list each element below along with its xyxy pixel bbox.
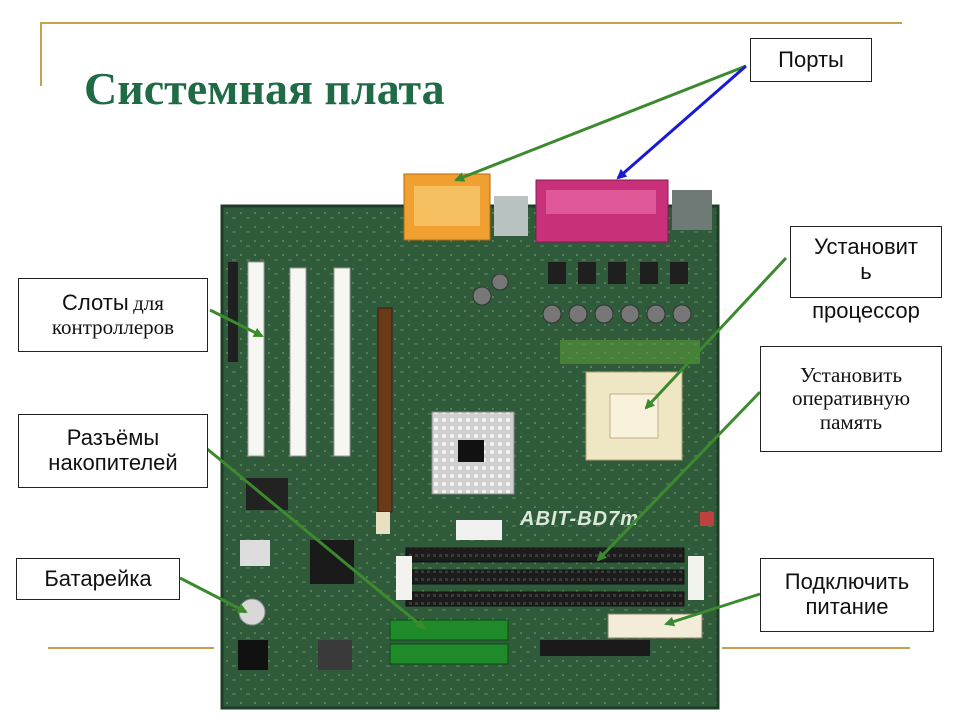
bottom-left-decor-line bbox=[48, 647, 214, 649]
label-storage-line1: Разъёмы bbox=[66, 425, 160, 451]
label-controller-slots-line1: Слоты bbox=[62, 289, 129, 315]
label-storage-connectors: Разъёмы накопителей bbox=[18, 414, 208, 488]
pci-slot-3 bbox=[333, 267, 351, 457]
label-cpu: Установит ь bbox=[790, 226, 942, 298]
label-ram-line3: память bbox=[819, 409, 883, 434]
label-ports-text: Порты bbox=[778, 46, 844, 72]
label-controller-slots: Слоты для контроллеров bbox=[18, 278, 208, 352]
label-cpu-overflow: процессор bbox=[812, 298, 920, 323]
label-cpu-line1: Установит bbox=[813, 234, 918, 259]
label-ram: Установить оперативную память bbox=[760, 346, 942, 452]
label-controller-slots-line1b: для bbox=[133, 290, 164, 315]
label-ram-line1: Установить bbox=[799, 362, 903, 387]
label-power-line2: питание bbox=[805, 594, 889, 619]
agp-slot bbox=[377, 307, 393, 513]
atx-power-connector bbox=[607, 613, 703, 639]
bottom-right-decor-line bbox=[722, 647, 910, 649]
label-storage-line2: накопителей bbox=[48, 450, 178, 475]
label-controller-slots-line2: контроллеров bbox=[51, 314, 175, 339]
label-ram-line2: оперативную bbox=[791, 386, 911, 411]
pci-slot-1 bbox=[247, 261, 265, 457]
label-ports: Порты bbox=[750, 38, 872, 82]
ram-slot-1 bbox=[405, 547, 685, 563]
cmos-battery bbox=[238, 598, 266, 626]
pci-slot-2 bbox=[289, 267, 307, 457]
top-decor-line bbox=[40, 22, 902, 24]
label-power: Подключить питание bbox=[760, 558, 934, 632]
ram-slot-2 bbox=[405, 569, 685, 585]
ide-connector-2 bbox=[389, 643, 509, 665]
ram-slot-3 bbox=[405, 591, 685, 607]
left-decor-line bbox=[40, 22, 42, 86]
label-battery-text: Батарейка bbox=[44, 565, 152, 591]
label-battery: Батарейка bbox=[16, 558, 180, 600]
label-power-line1: Подключить bbox=[784, 569, 910, 595]
ide-connector-1 bbox=[389, 619, 509, 641]
label-cpu-line2: ь bbox=[860, 258, 872, 284]
slide-title: Системная плата bbox=[84, 63, 445, 114]
board-logo: ABIT-BD7m bbox=[520, 508, 640, 530]
